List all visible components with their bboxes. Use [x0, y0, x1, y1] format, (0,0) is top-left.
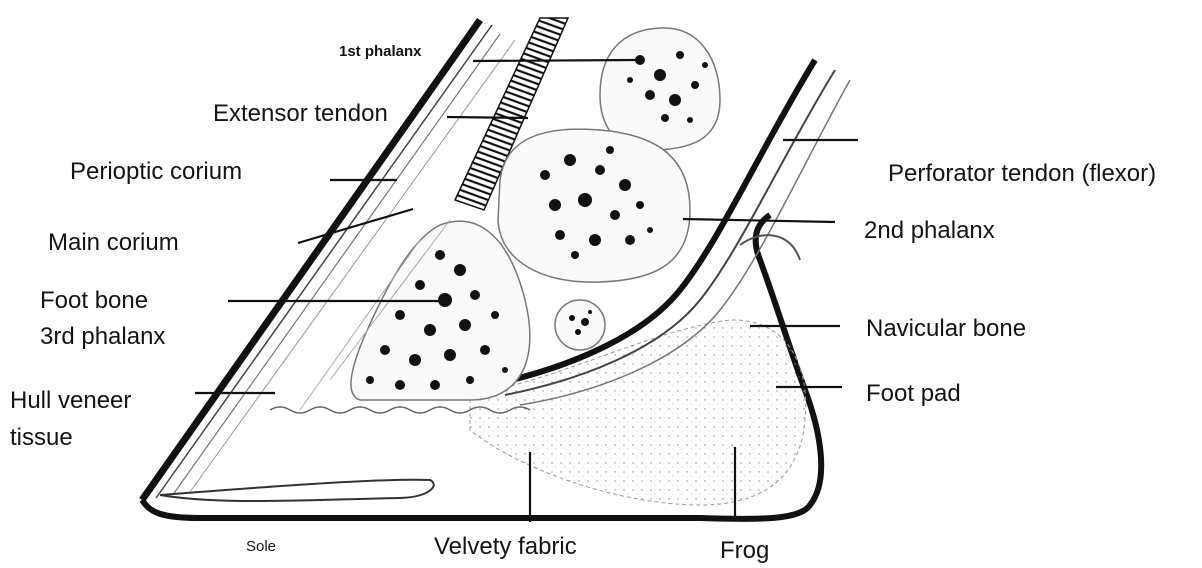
label-frog: Frog [720, 539, 769, 563]
sole-inner-line [160, 480, 434, 501]
label-sole: Sole [246, 539, 276, 554]
label-1st-phalanx: 1st phalanx [339, 44, 422, 59]
label-extensor-tendon: Extensor tendon [213, 102, 388, 126]
label-tissue: tissue [10, 426, 73, 450]
navicular-bone-shape [555, 300, 605, 350]
label-foot-bone: Foot bone [40, 289, 148, 313]
label-foot-pad: Foot pad [866, 382, 961, 406]
label-perforator-tendon: Perforator tendon (flexor) [888, 162, 1156, 186]
label-3rd-phalanx: 3rd phalanx [40, 325, 165, 349]
label-main-corium: Main corium [48, 231, 179, 255]
label-perioptic-corium: Perioptic corium [70, 160, 242, 184]
second-phalanx-bone [498, 129, 690, 282]
label-navicular-bone: Navicular bone [866, 317, 1026, 341]
label-hull-veneer: Hull veneer [10, 389, 131, 413]
label-velvety-fabric: Velvety fabric [434, 535, 577, 559]
third-phalanx-bone [351, 221, 530, 400]
label-2nd-phalanx: 2nd phalanx [864, 219, 995, 243]
